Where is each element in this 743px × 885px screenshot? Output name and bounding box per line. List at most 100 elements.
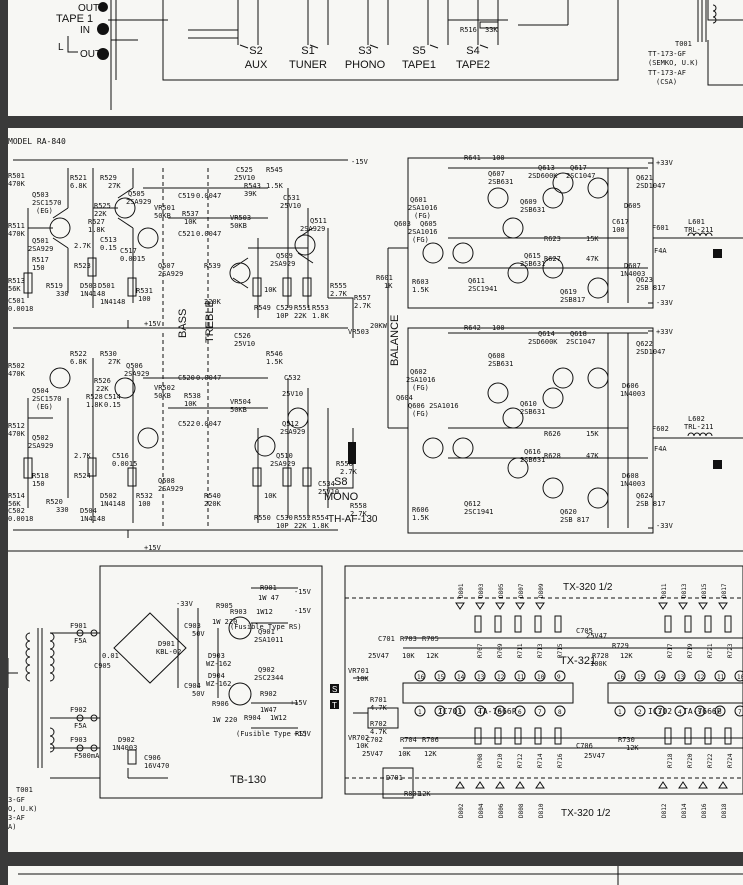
d607-value: 1N4003 bbox=[620, 270, 645, 278]
ic701-pin-11 bbox=[514, 670, 526, 682]
led-diode-bottom-label: D812 bbox=[661, 803, 668, 818]
s8-label: S8 bbox=[334, 476, 347, 488]
ic702-pin-number: 14 bbox=[657, 674, 665, 681]
t-tag-text: T bbox=[332, 701, 337, 710]
r512-label: R512 bbox=[8, 422, 25, 430]
q512-value: 2SA929 bbox=[280, 428, 305, 436]
c617-label: C617 bbox=[612, 218, 629, 226]
q506-label: Q506 bbox=[126, 362, 143, 370]
c904-value: 50V bbox=[192, 690, 205, 698]
led-resistor-bottom bbox=[474, 727, 482, 745]
ic701-pin-number: 12 bbox=[497, 674, 505, 681]
led-diode-top bbox=[475, 602, 485, 610]
led-diode-bottom-label: D806 bbox=[498, 803, 505, 818]
r626-value: 15K bbox=[586, 430, 599, 438]
s-tag-lower bbox=[330, 684, 339, 693]
ic702-pin-10 bbox=[734, 670, 743, 682]
led-parts-labels: C701 25V47 R703 10K R705 12K C702 25V47 … bbox=[348, 627, 639, 798]
q504-value: 2SC1570 bbox=[32, 395, 62, 403]
led-resistor-bottom bbox=[514, 727, 522, 745]
r901-value: 1W 47 bbox=[258, 594, 279, 602]
led-pins-bottom: 1122334455667788 bbox=[414, 705, 743, 717]
s-tag-upper bbox=[713, 460, 722, 469]
vr504-value: 50KB bbox=[230, 406, 247, 414]
ic701-pin-12 bbox=[494, 670, 506, 682]
led-resistor-top-label: R717 bbox=[667, 643, 674, 658]
led-diode-bottom-label: D816 bbox=[701, 803, 708, 818]
q509-label: Q509 bbox=[276, 252, 293, 260]
vr503-label: VR503 bbox=[230, 214, 251, 222]
q901-label: Q901 bbox=[258, 628, 275, 636]
r730-value: 12K bbox=[626, 744, 639, 752]
led-resistor-top bbox=[684, 615, 692, 633]
ic702-pin-14 bbox=[654, 670, 666, 682]
tone-board: -15V +15V +15V BASS TREBLE S8 MONO TH-AF… bbox=[13, 158, 378, 552]
switch-s3-name: PHONO bbox=[345, 59, 386, 71]
ch1-labels: Q503 2SC1570 (EG) Q501 2SA929 Q505 2SA92… bbox=[8, 166, 372, 320]
ic702-label: IC702 bbox=[648, 707, 672, 716]
ic701-pin-number: 14 bbox=[457, 674, 465, 681]
led-resistor-top-label: R709 bbox=[497, 643, 504, 658]
ic701-pin-number: 13 bbox=[477, 674, 485, 681]
r540-label: R540 bbox=[204, 492, 221, 500]
tx-top-label: TX-320 1/2 bbox=[563, 582, 613, 593]
led-diode-top-label: D815 bbox=[701, 583, 708, 598]
q504-extra: (EG) bbox=[36, 403, 53, 411]
r705-label: R705 bbox=[422, 635, 439, 643]
d606-label: D606 bbox=[622, 382, 639, 390]
switch-s4-name: TAPE2 bbox=[456, 59, 490, 71]
ps-fusible-1: (Fusible Type RS) bbox=[230, 623, 302, 631]
q603-label: Q603 bbox=[394, 220, 411, 228]
led-resistor-bottom-label: R724 bbox=[727, 753, 734, 768]
led-diode-top-label: D811 bbox=[661, 583, 668, 598]
r537-label: R537 bbox=[182, 210, 199, 218]
c701-value: 25V47 bbox=[368, 652, 389, 660]
led-resistor-top bbox=[514, 615, 522, 633]
l-label: L bbox=[58, 42, 64, 53]
ic701-pin-16 bbox=[414, 670, 426, 682]
led-resistor-top-label: R707 bbox=[477, 643, 484, 658]
r705-value: 12K bbox=[426, 652, 439, 660]
led-diode-bottom bbox=[698, 781, 708, 789]
r642-label: R642 bbox=[464, 324, 481, 332]
r538-value: 10K bbox=[184, 400, 197, 408]
ic701-pin-number: 7 bbox=[538, 709, 542, 716]
ic701-pin-5 bbox=[494, 705, 506, 717]
q616-value: 2SB631 bbox=[520, 456, 545, 464]
q623-value: 2SB 817 bbox=[636, 284, 666, 292]
c521-value: 0.0047 bbox=[196, 230, 221, 238]
led-diode-bottom-label: D818 bbox=[721, 803, 728, 818]
d504-value: 1N4148 bbox=[80, 515, 105, 523]
q503-label: Q503 bbox=[32, 191, 49, 199]
ic701-pin-1 bbox=[414, 705, 426, 717]
r728-label: R728 bbox=[592, 652, 609, 660]
ic702-pin-13 bbox=[674, 670, 686, 682]
ic701-pin-number: 11 bbox=[517, 674, 525, 681]
tt2-label: TT-173-AF bbox=[648, 69, 686, 77]
d902-value: 1N4003 bbox=[112, 744, 137, 752]
ps-t001-label: T001 bbox=[16, 786, 33, 794]
q609-label: Q609 bbox=[520, 198, 537, 206]
tx321-label: TX-321 bbox=[560, 655, 596, 667]
ic701-pin-14 bbox=[454, 670, 466, 682]
schematic-panel-top: TAPE 1 IN OUT OUT L R516 33K S2 AUX S1 T… bbox=[8, 0, 743, 116]
model-label: MODEL RA-840 bbox=[8, 137, 66, 146]
led-diode-bottom bbox=[658, 781, 668, 789]
ps-n33-label: -33V bbox=[176, 600, 194, 608]
r552-label: R552 bbox=[294, 514, 311, 522]
ic702-pin-number: 5 bbox=[698, 709, 702, 716]
power-supply-board: TB-130 -33V -15V -15V +15V +15V (Fusible… bbox=[8, 565, 323, 831]
ic702-pin-number: 7 bbox=[738, 709, 742, 716]
ps-af-label: 3-AF bbox=[8, 814, 25, 822]
q902-symbol bbox=[228, 682, 252, 706]
q505-label: Q505 bbox=[128, 190, 145, 198]
in-label: IN bbox=[80, 25, 90, 36]
q501-value: 2SA929 bbox=[28, 245, 53, 253]
ic702-pin-11 bbox=[714, 670, 726, 682]
q619-value: 2SB817 bbox=[560, 296, 585, 304]
r730-label: R730 bbox=[618, 736, 635, 744]
ic701-pin-number: 3 bbox=[458, 709, 462, 716]
r606-label: R606 bbox=[412, 506, 429, 514]
ic702-pin-1 bbox=[614, 705, 626, 717]
led-resistor-bottom bbox=[684, 727, 692, 745]
